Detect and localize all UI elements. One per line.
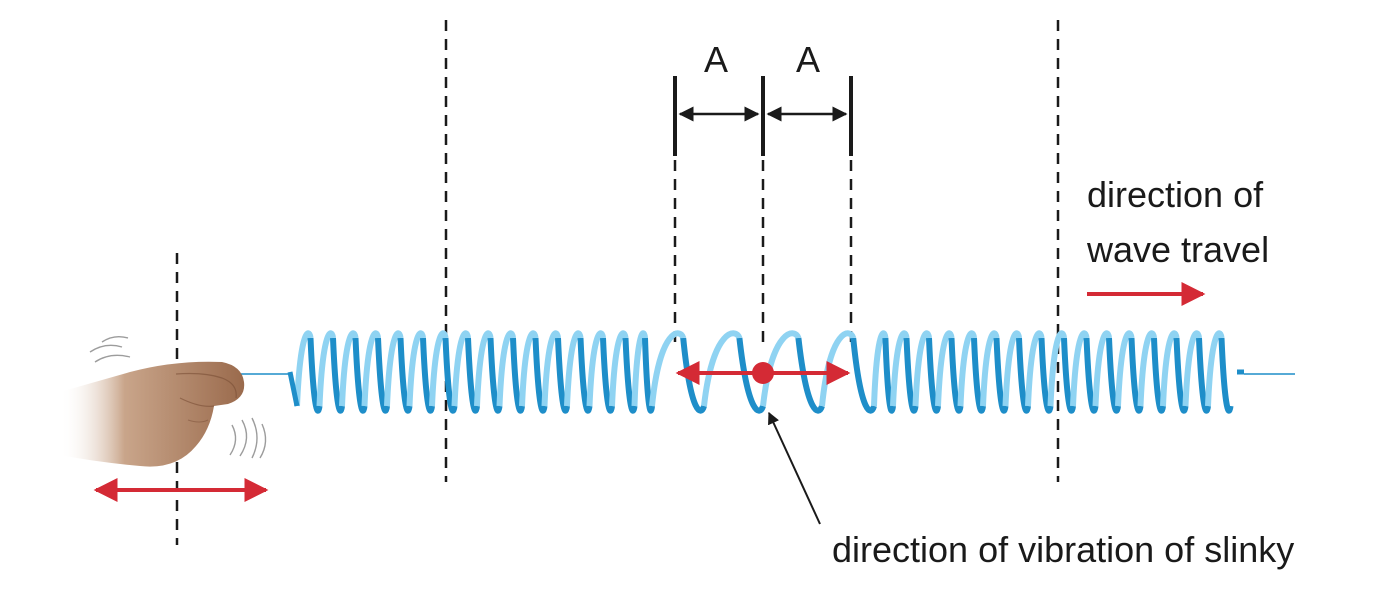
coil-back: [1160, 330, 1180, 407]
coil-front: [948, 337, 964, 414]
coil-front: [510, 337, 525, 414]
hand-icon: [60, 335, 267, 467]
coil-front: [487, 337, 503, 414]
coil-back: [451, 330, 471, 407]
coil-back: [586, 330, 606, 407]
coil-front: [532, 337, 548, 414]
coil-front: [577, 337, 593, 414]
coil-back: [1070, 330, 1090, 407]
amplitude-label-right: A: [796, 39, 820, 80]
coil-back: [819, 330, 857, 407]
coil-front: [1196, 337, 1211, 414]
coil-front: [307, 337, 323, 414]
coil-front: [882, 337, 896, 414]
coil-front: [397, 337, 413, 414]
coil-back: [384, 330, 404, 407]
coil-back: [649, 330, 687, 407]
coil-end: [287, 371, 300, 407]
coil-back: [890, 330, 910, 407]
coil-back: [541, 330, 561, 407]
coil-back: [294, 330, 314, 407]
coil-front: [971, 337, 986, 414]
coil-front: [465, 337, 480, 414]
coil-front: [680, 337, 707, 414]
coil-back: [519, 330, 539, 407]
travel-label-line1: direction of: [1087, 174, 1264, 215]
coil-back: [1205, 330, 1225, 407]
coil-front: [795, 337, 825, 414]
coil-front: [330, 337, 345, 414]
coil-front: [622, 337, 638, 414]
coil-back: [1115, 330, 1135, 407]
coil-back: [1047, 330, 1067, 407]
coil-front: [993, 337, 1009, 414]
coil-back: [1002, 330, 1022, 407]
coil-front: [736, 337, 766, 414]
coil-back: [912, 330, 932, 407]
coil-front: [1151, 337, 1166, 414]
coil-front: [1038, 337, 1054, 414]
coil-back: [1092, 330, 1112, 407]
coil-back: [957, 330, 977, 407]
particle-dot: [752, 362, 774, 384]
coil-front: [1173, 337, 1189, 414]
slinky-spring: [287, 330, 1244, 414]
coil-back: [496, 330, 516, 407]
coil-front: [1128, 337, 1144, 414]
coil-front: [420, 337, 435, 414]
coil-front: [352, 337, 368, 414]
coil-front: [1218, 337, 1234, 414]
amplitude-markers: [673, 76, 853, 156]
travel-label-line2: wave travel: [1086, 229, 1269, 270]
coil-back: [474, 330, 494, 407]
coil-front: [555, 337, 570, 414]
coil-back: [631, 330, 648, 407]
coil-back: [1025, 330, 1045, 407]
coil-back: [1182, 330, 1202, 407]
coil-front: [442, 337, 458, 414]
coil-back: [406, 330, 426, 407]
reference-lines: [175, 20, 1060, 545]
coil-back: [701, 330, 743, 407]
coil-back: [1137, 330, 1157, 407]
coil-back: [935, 330, 955, 407]
coil-front: [1106, 337, 1121, 414]
vibration-pointer: [768, 411, 821, 525]
coil-back: [871, 330, 889, 407]
coil-front: [600, 337, 615, 414]
coil-front: [375, 337, 390, 414]
coil-back: [564, 330, 584, 407]
vibration-label: direction of vibration of slinky: [832, 529, 1294, 570]
coil-front: [1016, 337, 1031, 414]
coil-front: [1083, 337, 1099, 414]
coil-back: [980, 330, 1000, 407]
coil-front: [850, 337, 877, 414]
coil-back: [339, 330, 359, 407]
amplitude-label-left: A: [704, 39, 728, 80]
coil-front: [926, 337, 941, 414]
coil-front: [1061, 337, 1076, 414]
coil-back: [361, 330, 381, 407]
coil-back: [609, 330, 629, 407]
coil-front: [903, 337, 919, 414]
coil-back: [316, 330, 336, 407]
coil-back: [429, 330, 449, 407]
